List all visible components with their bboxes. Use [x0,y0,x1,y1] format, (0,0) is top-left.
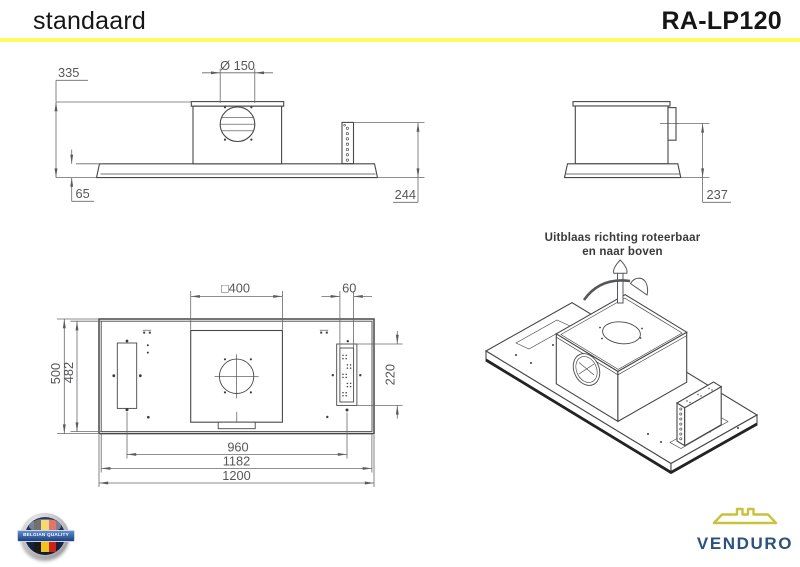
dim-plan-482: 482 [61,362,76,383]
dim-side-65: 65 [76,186,90,201]
dim-plan-960: 960 [227,440,248,455]
iso-view [484,259,759,474]
iso-caption-line2: en naar boven [582,246,663,258]
page-title: standaard [33,7,146,35]
connector-contacts [342,354,352,397]
dim-plan-60: 60 [342,281,356,296]
dim-side-244: 244 [395,187,416,202]
dim-end-237: 237 [707,187,728,202]
end-view [563,101,682,179]
dim-plan-1182: 1182 [223,454,251,469]
badge-ring: BELGIAN QUALITY [17,513,75,559]
rotation-arrow [582,259,649,304]
side-view [95,101,379,179]
plan-view [98,318,375,435]
end-view-dimensions: 237 [676,123,731,203]
dim-side-335: 335 [58,65,79,80]
plan-view-dimensions: □400 60 500 482 220 [48,281,403,487]
dim-plan-500: 500 [48,363,63,384]
brand-logo: VENDURO [695,505,795,554]
dim-side-duct: Ø 150 [220,58,255,73]
belgian-quality-badge: BELGIAN QUALITY [17,512,75,562]
dim-plan-400: □400 [221,281,250,296]
accent-rule [0,38,800,42]
iso-caption: Uitblaas richting roteerbaar en naar bov… [505,231,740,259]
side-view-dimensions: 335 Ø 150 65 244 [54,58,425,203]
brand-name: VENDURO [696,534,794,553]
badge-banner: BELGIAN QUALITY [17,530,75,542]
hood-icon [712,507,778,525]
model-number: RA-LP120 [661,7,782,35]
connector-top-slots [686,387,713,404]
iso-caption-line1: Uitblaas richting roteerbaar [544,232,701,244]
dim-plan-1200: 1200 [222,468,250,483]
dim-plan-220: 220 [382,364,397,385]
badge-gloss [29,519,61,533]
